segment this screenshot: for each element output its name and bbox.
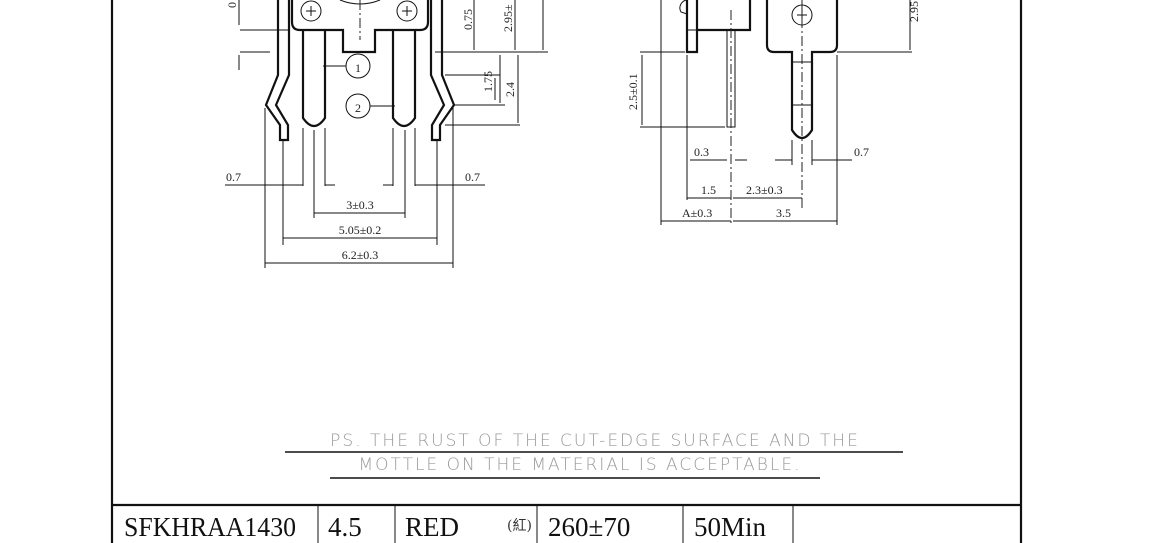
dim-side-2-95: 2.95 xyxy=(907,1,921,22)
callout-2-label: 2 xyxy=(355,101,361,115)
extension-lines xyxy=(264,108,454,268)
left-mounting-leg xyxy=(264,0,291,142)
note-line-1: PS. THE RUST OF THE CUT-EDGE SURFACE AND… xyxy=(330,431,860,451)
bottom-dimension-lines xyxy=(225,184,485,264)
part-number: SFKHRAA1430 xyxy=(124,512,296,542)
life-value: 50Min xyxy=(694,512,767,542)
dim-side-height: 2.5±0.1 xyxy=(626,73,640,110)
dim-side-3-5: 3.5 xyxy=(776,206,791,220)
dim-0-75: 0.75 xyxy=(461,9,475,30)
dim-inner-width: 5.05±0.2 xyxy=(339,223,382,237)
dim-2-4: 2.4 xyxy=(503,82,517,97)
plus-mark-right-icon xyxy=(396,0,418,22)
side-tab xyxy=(685,0,699,54)
side-extension-lines xyxy=(640,0,912,225)
dim-pitch: 3±0.3 xyxy=(346,198,374,212)
side-view: 2.5±0.1 0.3 0.7 1.5 2.3±0.3 A±0.3 3.5 2.… xyxy=(626,0,921,225)
pin-1 xyxy=(301,30,327,128)
side-knob xyxy=(679,0,688,15)
dim-right-0-7: 0.7 xyxy=(465,170,480,184)
table-cell-dividers xyxy=(317,505,794,543)
front-view: 1 2 0 0.75 2.95± 1.75 2.4 0.7 0.7 3±0.3 … xyxy=(225,0,548,268)
dim-top-cut: 0 xyxy=(225,2,239,8)
pin-2 xyxy=(391,30,417,128)
dim-side-2-3: 2.3±0.3 xyxy=(746,183,783,197)
side-terminal xyxy=(765,0,839,140)
side-dimension-lines xyxy=(661,159,852,222)
right-mounting-leg xyxy=(429,0,456,142)
left-dimension-lines xyxy=(238,0,290,70)
plus-mark-left-icon xyxy=(300,0,322,22)
acceptance-note: PS. THE RUST OF THE CUT-EDGE SURFACE AND… xyxy=(285,431,903,479)
right-dimension-lines xyxy=(435,0,548,126)
dim-side-0-3: 0.3 xyxy=(694,145,709,159)
dim-2-95: 2.95± xyxy=(501,4,515,32)
dim-1-75: 1.75 xyxy=(481,71,495,92)
plus-signs xyxy=(306,6,412,16)
dim-outer-width: 6.2±0.3 xyxy=(342,248,379,262)
switch-body xyxy=(290,0,430,54)
size-value: 4.5 xyxy=(328,512,362,542)
spec-table: SFKHRAA1430 4.5 RED (紅) 260±70 50Min xyxy=(112,503,1021,543)
callout-1-label: 1 xyxy=(355,61,361,75)
force-value: 260±70 xyxy=(548,512,630,542)
note-line-2: MOTTLE ON THE MATERIAL IS ACCEPTABLE. xyxy=(358,455,801,475)
color-value: RED xyxy=(405,512,459,542)
side-body xyxy=(697,0,752,32)
color-chinese: (紅) xyxy=(507,518,532,534)
dim-side-1-5: 1.5 xyxy=(701,183,716,197)
dim-side-0-7: 0.7 xyxy=(854,145,869,159)
dim-side-a: A±0.3 xyxy=(682,206,712,220)
dim-left-0-7: 0.7 xyxy=(226,170,241,184)
